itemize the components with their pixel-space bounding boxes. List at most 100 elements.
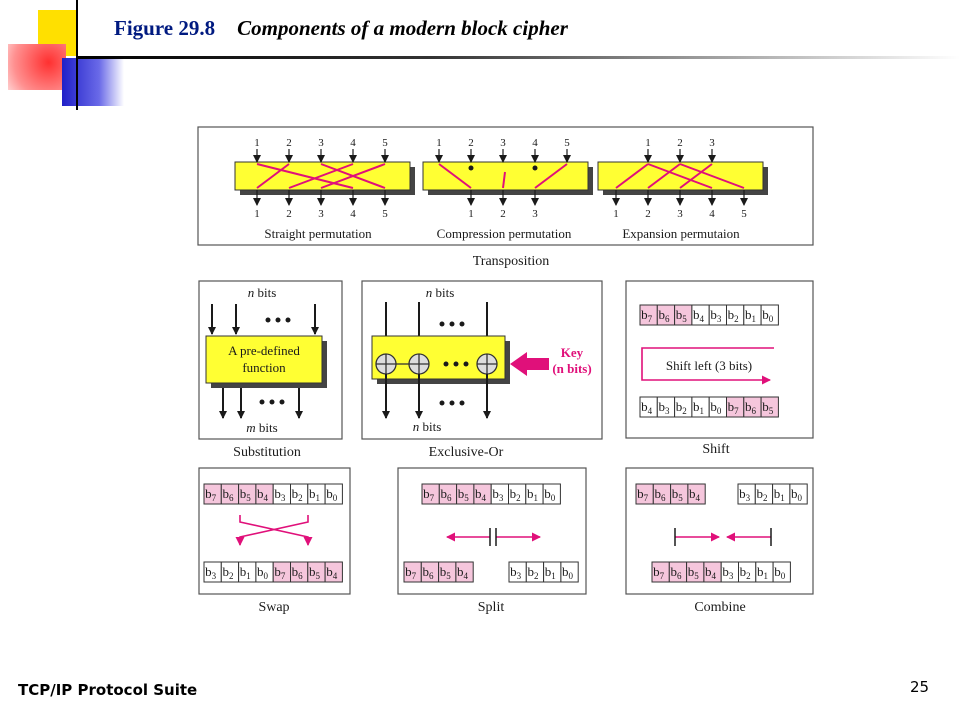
bit-label: b1 bbox=[545, 564, 556, 581]
bit-label: b2 bbox=[222, 564, 233, 581]
bit-label: b4 bbox=[641, 399, 653, 416]
bit-label: b4 bbox=[689, 486, 701, 503]
pin-number: 1 bbox=[468, 208, 474, 220]
bit-label: b5 bbox=[676, 307, 688, 324]
bit-cell bbox=[772, 561, 791, 583]
dropped-bit-dot bbox=[468, 165, 474, 171]
bit-label: b4 bbox=[693, 307, 705, 324]
page-number: 25 bbox=[910, 678, 930, 696]
compression-permutation bbox=[422, 161, 593, 195]
corner-decoration-blue bbox=[62, 58, 124, 106]
bit-label: b2 bbox=[740, 564, 751, 581]
bit-label: b0 bbox=[774, 564, 786, 581]
key-size-label: (n bits) bbox=[552, 361, 591, 376]
bit-label: b3 bbox=[205, 564, 217, 581]
bit-cell bbox=[760, 396, 779, 418]
bit-label: b3 bbox=[710, 307, 722, 324]
corner-decoration-red bbox=[8, 44, 66, 90]
permutation-wire bbox=[256, 163, 354, 189]
bit-label: b6 bbox=[658, 307, 670, 324]
permutation-wire bbox=[288, 163, 354, 189]
shift-label: Shift left (3 bits) bbox=[666, 358, 752, 373]
permutation-wire bbox=[647, 163, 713, 189]
pin-number: 2 bbox=[645, 208, 651, 220]
pin-number: 4 bbox=[350, 208, 356, 220]
expansion-permutation bbox=[597, 161, 768, 195]
substitution-box-line1: A pre-defined bbox=[228, 343, 300, 358]
exclusive-or-panel: n bits Key (n bits) n bits bbox=[361, 280, 603, 440]
pin-number: 4 bbox=[709, 208, 715, 220]
bit-label: b7 bbox=[653, 564, 665, 581]
transposition-caption: Transposition bbox=[473, 254, 550, 269]
pin-number: 3 bbox=[532, 208, 538, 220]
bit-label: b0 bbox=[791, 486, 803, 503]
permutation-wire bbox=[502, 171, 506, 189]
xor-bottom-label: n bits bbox=[413, 419, 442, 434]
bit-label: b4 bbox=[705, 564, 717, 581]
xor-symbol-2 bbox=[408, 353, 430, 375]
bit-label: b7 bbox=[205, 486, 217, 503]
bit-label: b7 bbox=[641, 307, 653, 324]
permutation-wire bbox=[320, 163, 386, 189]
expansion-permutation-label: Expansion permutaion bbox=[622, 226, 740, 241]
bit-label: b5 bbox=[458, 486, 470, 503]
bit-cell bbox=[455, 561, 474, 583]
bit-label: b1 bbox=[774, 486, 785, 503]
bit-cell bbox=[789, 483, 808, 505]
bit-label: b6 bbox=[440, 486, 452, 503]
shift-arrow bbox=[641, 347, 774, 385]
substitution-bottom-label: m bits bbox=[246, 420, 277, 435]
pin-number: 3 bbox=[500, 137, 506, 149]
permutation-wire bbox=[615, 163, 649, 189]
corner-vertical-line bbox=[76, 0, 78, 110]
title-rule bbox=[78, 56, 960, 59]
bit-label: b7 bbox=[728, 399, 740, 416]
dropped-bit-dot bbox=[532, 165, 538, 171]
pin-number: 5 bbox=[564, 137, 570, 149]
bit-label: b0 bbox=[762, 307, 774, 324]
pin-number: 1 bbox=[254, 208, 260, 220]
bit-label: b3 bbox=[492, 486, 504, 503]
bit-cell bbox=[324, 561, 343, 583]
xor-top-label: n bits bbox=[426, 285, 455, 300]
bit-label: b4 bbox=[457, 564, 469, 581]
pin-number: 4 bbox=[532, 137, 538, 149]
bit-label: b6 bbox=[422, 564, 434, 581]
bit-label: b1 bbox=[693, 399, 704, 416]
bit-label: b5 bbox=[688, 564, 700, 581]
bit-label: b7 bbox=[423, 486, 435, 503]
pin-number: 5 bbox=[741, 208, 747, 220]
permutation-wire bbox=[256, 163, 290, 189]
pin-number: 3 bbox=[677, 208, 683, 220]
bit-label: b6 bbox=[670, 564, 682, 581]
bit-label: b3 bbox=[274, 486, 286, 503]
bit-label: b3 bbox=[739, 486, 751, 503]
pin-number: 2 bbox=[500, 208, 506, 220]
pin-number: 1 bbox=[436, 137, 442, 149]
pin-number: 1 bbox=[645, 137, 651, 149]
xor-symbol-3 bbox=[476, 353, 498, 375]
bit-label: b2 bbox=[292, 486, 303, 503]
split-caption: Split bbox=[478, 600, 505, 615]
bit-cell bbox=[560, 561, 579, 583]
bit-cell bbox=[542, 483, 561, 505]
substitution-box-line2: function bbox=[242, 360, 286, 375]
bit-label: b1 bbox=[309, 486, 320, 503]
bit-label: b0 bbox=[562, 564, 574, 581]
straight-permutation-label: Straight permutation bbox=[264, 226, 372, 241]
bit-label: b5 bbox=[240, 486, 252, 503]
bit-label: b4 bbox=[326, 564, 338, 581]
pin-number: 3 bbox=[318, 137, 324, 149]
bit-label: b4 bbox=[257, 486, 269, 503]
pin-number: 1 bbox=[254, 137, 260, 149]
bit-cell bbox=[687, 483, 706, 505]
bit-label: b2 bbox=[527, 564, 538, 581]
permutation-wire bbox=[647, 163, 681, 189]
key-label: Key bbox=[561, 345, 584, 360]
pin-number: 5 bbox=[382, 137, 388, 149]
